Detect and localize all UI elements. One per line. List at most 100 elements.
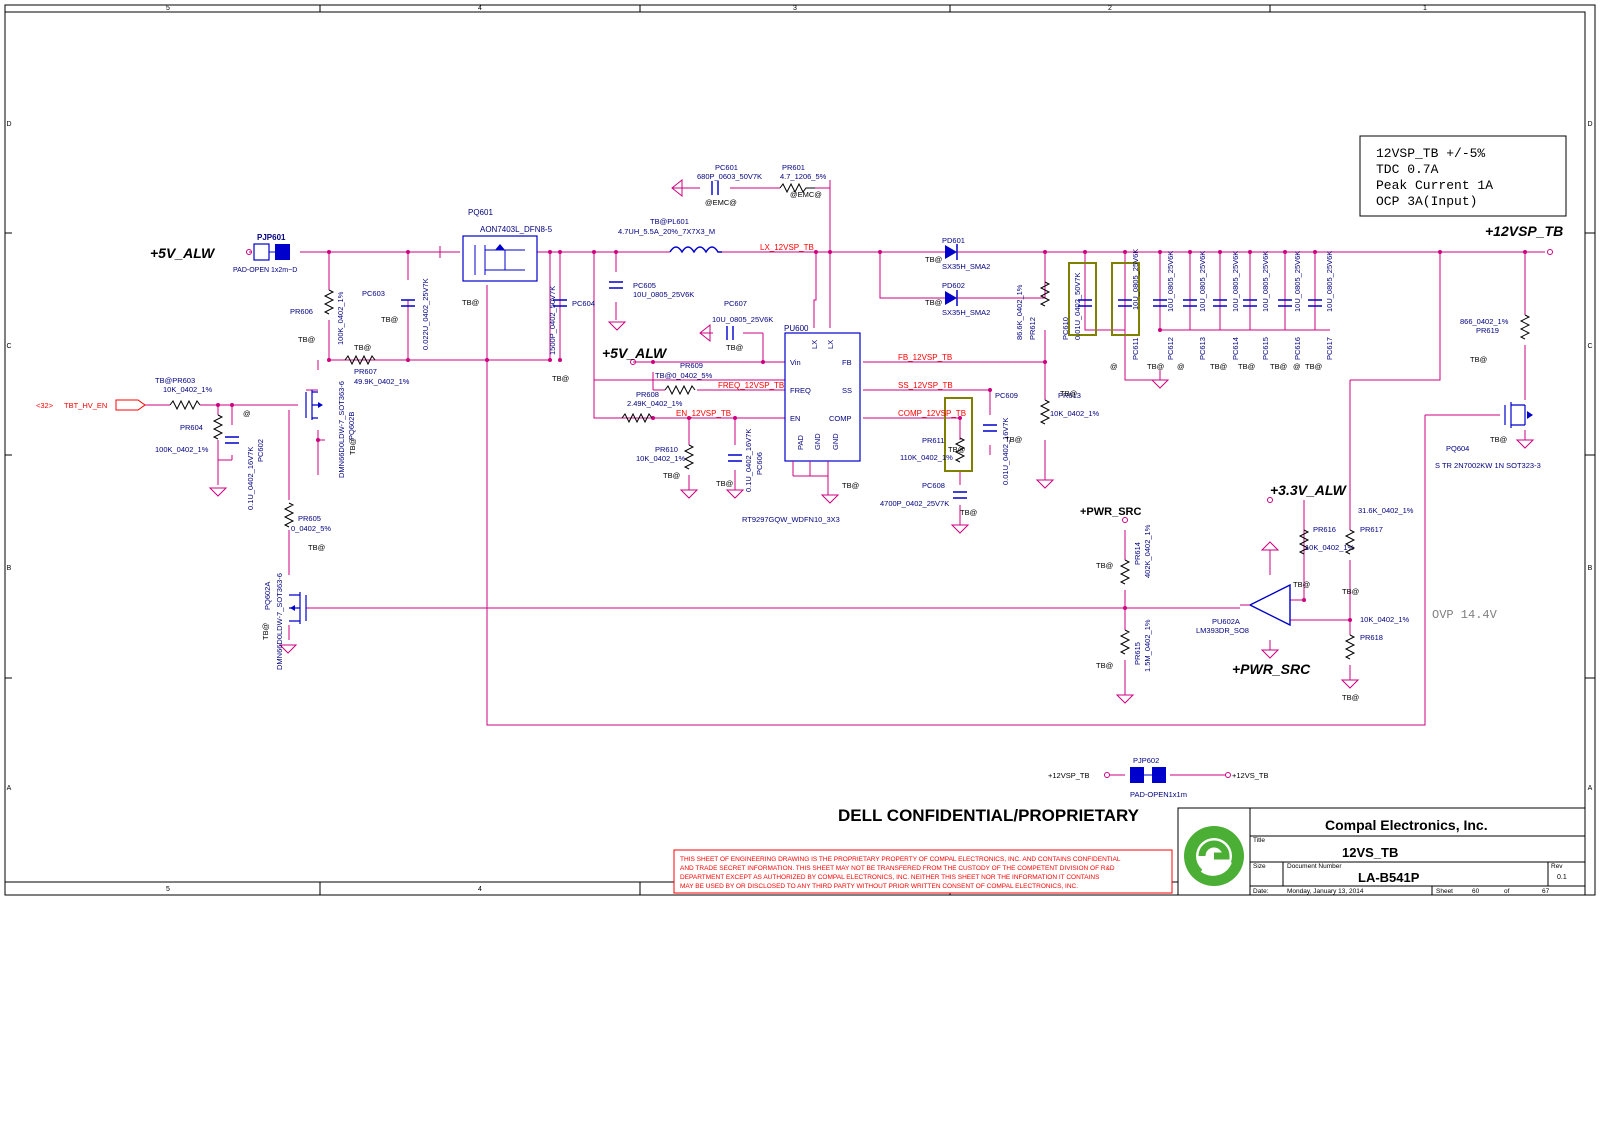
pc602-value: 0.1U_0402_16V7K [246,447,255,510]
tag-tb-pr605: TB@ [308,543,325,552]
net-freq: FREQ_12VSP_TB [718,381,784,390]
pr614-ref: PR614 [1133,542,1142,565]
tag-tb-pc604: TB@ [552,374,569,383]
pc611-value: 10U_0805_25V6K [1131,249,1140,310]
pu600-ref: PU600 [784,324,809,333]
document-number: LA-B541P [1358,870,1420,885]
size-label: Size [1253,863,1266,870]
pu600-pin-gnd2: GND [831,433,840,450]
pc614-cap: PC614 10U_0805_25V6K [1213,251,1240,360]
pq604-value: S TR 2N7002KW 1N SOT323-3 [1435,461,1541,470]
pc602-cap: PC602 0.1U_0402_16V7K [225,436,265,510]
pu600-pin-pad: PAD [796,435,805,450]
pc604-ref: PC604 [572,299,595,308]
pr609-resistor: PR609 TB@0_0402_5% [655,361,713,396]
pr601-value: 4.7_1206_5% [780,172,827,181]
junctions [216,249,1553,778]
pr611-value: 110K_0402_1% [900,453,953,462]
pu600-pin-comp: COMP [829,414,852,423]
tag-tb-pd602: TB@ [925,298,942,307]
zone-side-c: C [6,343,11,350]
zone-top-1: 1 [1423,5,1427,12]
pu602a-value: LM393DR_SO8 [1196,626,1249,635]
pr607-value: 49.9K_0402_1% [354,377,410,386]
pr618-value: 10K_0402_1% [1360,615,1410,624]
pr616-ref: PR616 [1313,525,1336,534]
pr603-ref: TB@PR603 [155,376,195,385]
of-label: of [1504,888,1510,895]
pjp602-jumper: PJP602 PAD-OPEN1x1m +12VSP_TB +12VS_TB [1048,756,1268,799]
tag-tb-pc606: TB@ [716,479,733,488]
pr613-ref: PR613 [1058,391,1081,400]
pq601-mosfet: PQ601 AON7403L_DFN8-5 [462,208,553,282]
tag-tb-pd601: TB@ [925,255,942,264]
pr613-resistor: PR613 10K_0402_1% [1040,391,1100,425]
tag-at-pc612: @ [1177,362,1185,371]
pl601-value: 4.7UH_5.5A_20%_7X7X3_M [618,227,715,236]
rail-12vsp-tb: +12VSP_TB [1485,223,1563,239]
pu600-pin-lx2: LX [826,340,835,349]
pr606-resistor: PR606 100K_0402_1% [290,289,345,345]
pr610-ref: PR610 [655,445,678,454]
pc613-cap: PC613 10U_0805_25V6K [1183,251,1207,360]
pr601-ref: PR601 [782,163,805,172]
pr617-value: 31.6K_0402_1% [1358,506,1414,515]
pu600-pin-fb: FB [842,358,852,367]
pc603-value: 0.022U_0402_25V7K [421,278,430,350]
net-ss: SS_12VSP_TB [898,381,953,390]
pu600-pin-lx1: LX [810,340,819,349]
ovp-note: OVP 14.4V [1432,608,1498,622]
spec-line-2: TDC 0.7A [1376,162,1439,177]
pc608-value: 4700P_0402_25V7K [880,499,949,508]
pr608-ref: PR608 [636,390,659,399]
pr609-ref: PR609 [680,361,703,370]
pq601-ref: PQ601 [468,208,493,217]
title-block: Compal Electronics, Inc. Title 12VS_TB S… [1177,807,1586,896]
tag-tb-pr606: TB@ [298,335,315,344]
pr610-resistor: PR610 10K_0402_1% [636,444,694,470]
date-value: Monday, January 13, 2014 [1287,888,1364,895]
pr616-value: 10K_0402_1% [1305,543,1355,552]
tag-tb-pc613: TB@ [1210,362,1227,371]
spec-line-3: Peak Current 1A [1376,178,1493,193]
pc601-emc-tag: @EMC@ [705,198,737,207]
pr617-resistor: PR617 31.6K_0402_1% [1345,506,1414,555]
rail-pwr-src-top: +PWR_SRC [1080,506,1141,518]
pr603-resistor: TB@PR603 10K_0402_1% [155,376,213,411]
pc615-cap: PC615 10U_0805_25V6K [1243,251,1270,360]
output-cap-bank: PC612 10U_0805_25V6K PC613 10U_0805_25V6… [1153,251,1334,360]
pc616-value: 10U_0805_25V6K [1293,251,1302,312]
option-tags: TB@ TB@ TB@ TB@ TB@ TB@ TB@ TB@ TB@ TB@ … [243,255,1507,702]
sheet-label: Sheet [1436,888,1453,895]
pr612-value: 86.6K_0402_1% [1015,284,1024,340]
zone-side-a: A [7,785,12,792]
zone-bottom-5: 5 [166,886,170,893]
date-label: Date: [1253,888,1269,895]
pd601-diode: PD601 SX35H_SMA2 [942,236,990,271]
tbt-ref: <32> [36,401,54,410]
tag-tb-pr617: TB@ [1342,587,1359,596]
pc604-value: 1500P_0402_50V7K [548,286,557,355]
confidential-banner: DELL CONFIDENTIAL/PROPRIETARY [838,806,1140,825]
pr611-ref: PR611 [922,436,944,445]
zone-top-5: 5 [166,5,170,12]
pr614-value: 402K_0402_1% [1143,524,1152,578]
pr613-value: 10K_0402_1% [1050,409,1100,418]
pc605-cap: PC605 10U_0805_25V6K [609,281,694,299]
pq602b-value: DMN66D0LDW-7_SOT363-6 [337,381,346,478]
tag-tb-pq604: TB@ [1490,435,1507,444]
pr604-resistor: PR604 100K_0402_1% [155,414,223,454]
pr603-value: 10K_0402_1% [163,385,213,394]
sheet-total: 67 [1542,888,1550,895]
pr612-resistor: 86.6K_0402_1% PR612 [1015,281,1050,340]
pu600-ic: PU600 RT9297GQW_WDFN10_3X3 Vin FREQ EN F… [742,324,861,524]
pu600-pin-ss: SS [842,386,852,395]
pc609-ref: PC609 [995,391,1018,400]
pq602a-mosfet: PQ602A DMN66D0LDW-7_SOT363-6 [263,573,307,670]
pd602-ref: PD602 [942,281,965,290]
pu600-pin-en: EN [790,414,800,423]
pc615-ref: PC615 [1261,337,1270,360]
pr609-value: TB@0_0402_5% [655,371,713,380]
rail-5v-alw-left: +5V_ALW [150,245,216,261]
pc612-ref: PC612 [1166,337,1175,360]
